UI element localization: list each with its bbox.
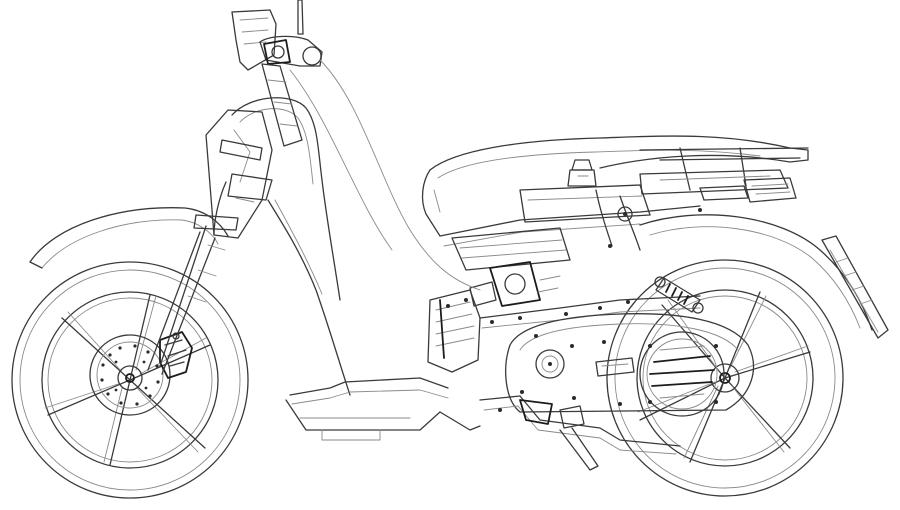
front-wheel-spokes [44,294,211,466]
rear-fender [639,214,889,339]
rear-rack [639,147,809,195]
exhaust-linkage [479,395,681,455]
fuel-cap [567,159,597,187]
engine-bolts [446,208,702,412]
front-fender [29,207,229,269]
rear-wheel [606,259,844,497]
handlebar-headlight [231,0,323,71]
air-filter-box [451,227,571,271]
leg-shield-frame [205,97,351,396]
clutch-cover [639,331,725,417]
steering-column [219,63,303,201]
carburetor [469,261,561,307]
cables [289,59,481,291]
front-fork [147,214,239,375]
rear-shock [654,276,704,314]
kickstand [439,411,599,471]
tail-light [699,177,797,203]
rear-wheel-spokes [637,291,811,463]
seat-body [421,135,809,237]
front-wheel [11,261,249,499]
floorboard [285,377,449,441]
brake-disc [89,334,171,416]
